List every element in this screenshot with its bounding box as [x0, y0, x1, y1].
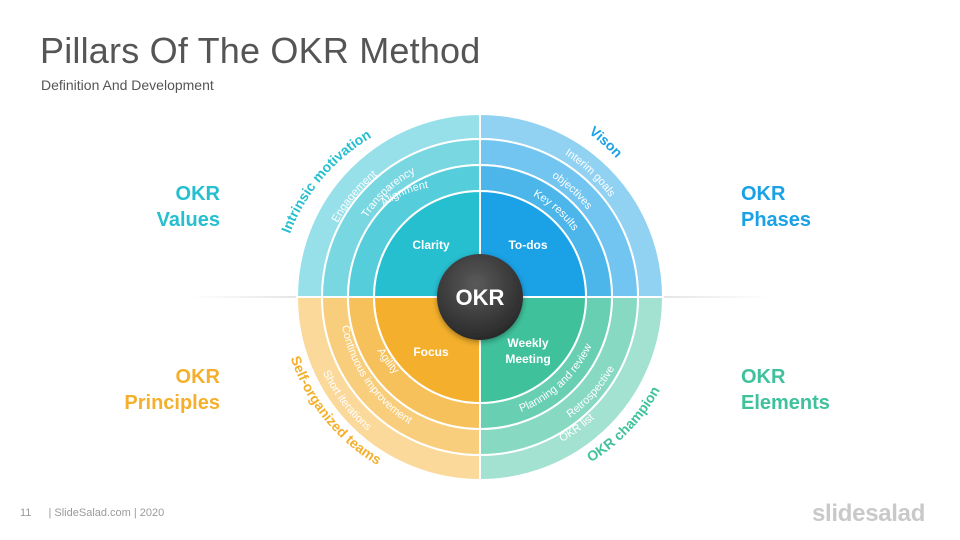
values-core-label: Clarity	[412, 238, 450, 252]
page-number: 11	[20, 507, 32, 519]
okr-phases-label-line1: OKR	[741, 183, 786, 205]
okr-elements-label-line1: OKR	[741, 366, 786, 388]
okr-phases-label-line2: Phases	[741, 209, 812, 231]
okr-phases-label: OKR Phases	[741, 181, 811, 233]
okr-elements-label-line2: Elements	[741, 392, 830, 414]
okr-principles-label-line2: Principles	[124, 392, 220, 414]
principles-core-label: Focus	[413, 345, 449, 359]
center-circle	[437, 254, 523, 340]
footer: 11 | SlideSalad.com | 2020	[20, 507, 164, 519]
okr-values-label: OKR Values	[80, 181, 220, 233]
footer-text: | SlideSalad.com | 2020	[48, 507, 165, 519]
phases-core-label: To-dos	[508, 238, 547, 252]
rings-group	[295, 112, 665, 482]
center-label: OKR	[456, 285, 505, 310]
okr-values-label-line1: OKR	[175, 183, 220, 205]
okr-principles-label-line1: OKR	[175, 366, 220, 388]
okr-elements-label: OKR Elements	[741, 364, 830, 416]
slide-subtitle: Definition And Development	[41, 77, 214, 93]
okr-principles-label: OKR Principles	[80, 364, 220, 416]
okr-values-label-line2: Values	[156, 209, 220, 231]
slide-title: Pillars Of The OKR Method	[40, 30, 481, 71]
slidesalad-logo: slidesalad	[812, 500, 926, 527]
elements-core-label-line1: Weekly	[507, 336, 548, 350]
elements-core-label-line2: Meeting	[505, 352, 550, 366]
